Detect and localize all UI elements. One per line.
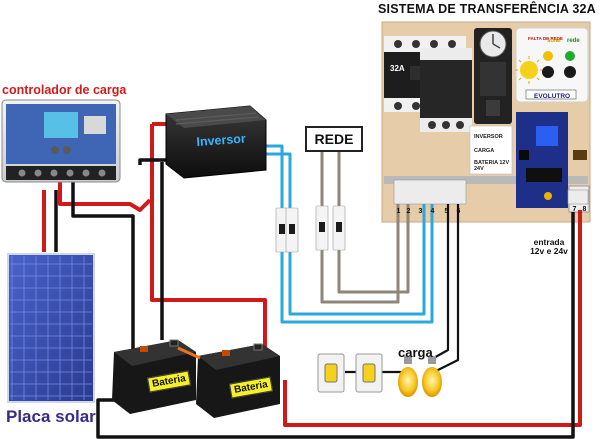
breaker-icon [285,207,299,253]
contactor-icon [420,48,472,132]
breaker-icon [332,205,346,251]
terminal-number: 4 [430,208,435,215]
controller-label: controlador de carga [2,83,127,97]
selector-label: INVERSOR [474,134,503,140]
inverter-icon [165,105,267,179]
selector-label: BATERIA 12V 24V [474,160,510,172]
wire-red [42,122,582,427]
terminal-block [393,179,589,205]
load-label: carga [398,345,433,360]
breaker-icon [315,205,329,251]
switch-icon [317,353,345,393]
grid-label: REDE [305,126,363,152]
lamp-icon [422,356,442,397]
voltage-relay-icon [516,112,568,208]
terminal-number: 6 [456,208,461,215]
wire-blue [262,144,434,324]
terminal-number: 5 [444,208,449,215]
selector-strip [469,125,513,175]
terminal-number: 1 [396,208,401,215]
lamp-icon [398,356,418,397]
selector-label: CARGA [474,148,495,154]
solar-panel-icon [7,253,95,403]
terminal-number: 3 [418,208,423,215]
solar-panel-label: Placa solar [6,407,96,426]
brand-label: EVOLUTRO [534,93,571,100]
input-label: entrada 12v e 24v [530,237,568,256]
panel-solar-label: solar [547,38,562,44]
terminal-number: 8 [582,206,587,213]
panel-rede-label: rede [567,38,580,44]
terminal-number: 7 [572,206,577,213]
wire-orange [177,346,201,360]
wire-black [54,158,575,439]
panel-falta-label: FALTA DE REDE [528,36,563,41]
indicator-panel [515,27,589,103]
terminal-number: 2 [406,208,411,215]
page-title: SISTEMA DE TRANSFERÊNCIA 32A [378,2,596,16]
switch-icon [355,353,383,393]
charge-controller-icon [1,99,121,183]
breaker-icon [275,207,289,253]
contactor-rating: 32A [390,64,405,73]
wire-grey [320,150,410,304]
timer-relay-icon [474,28,512,124]
